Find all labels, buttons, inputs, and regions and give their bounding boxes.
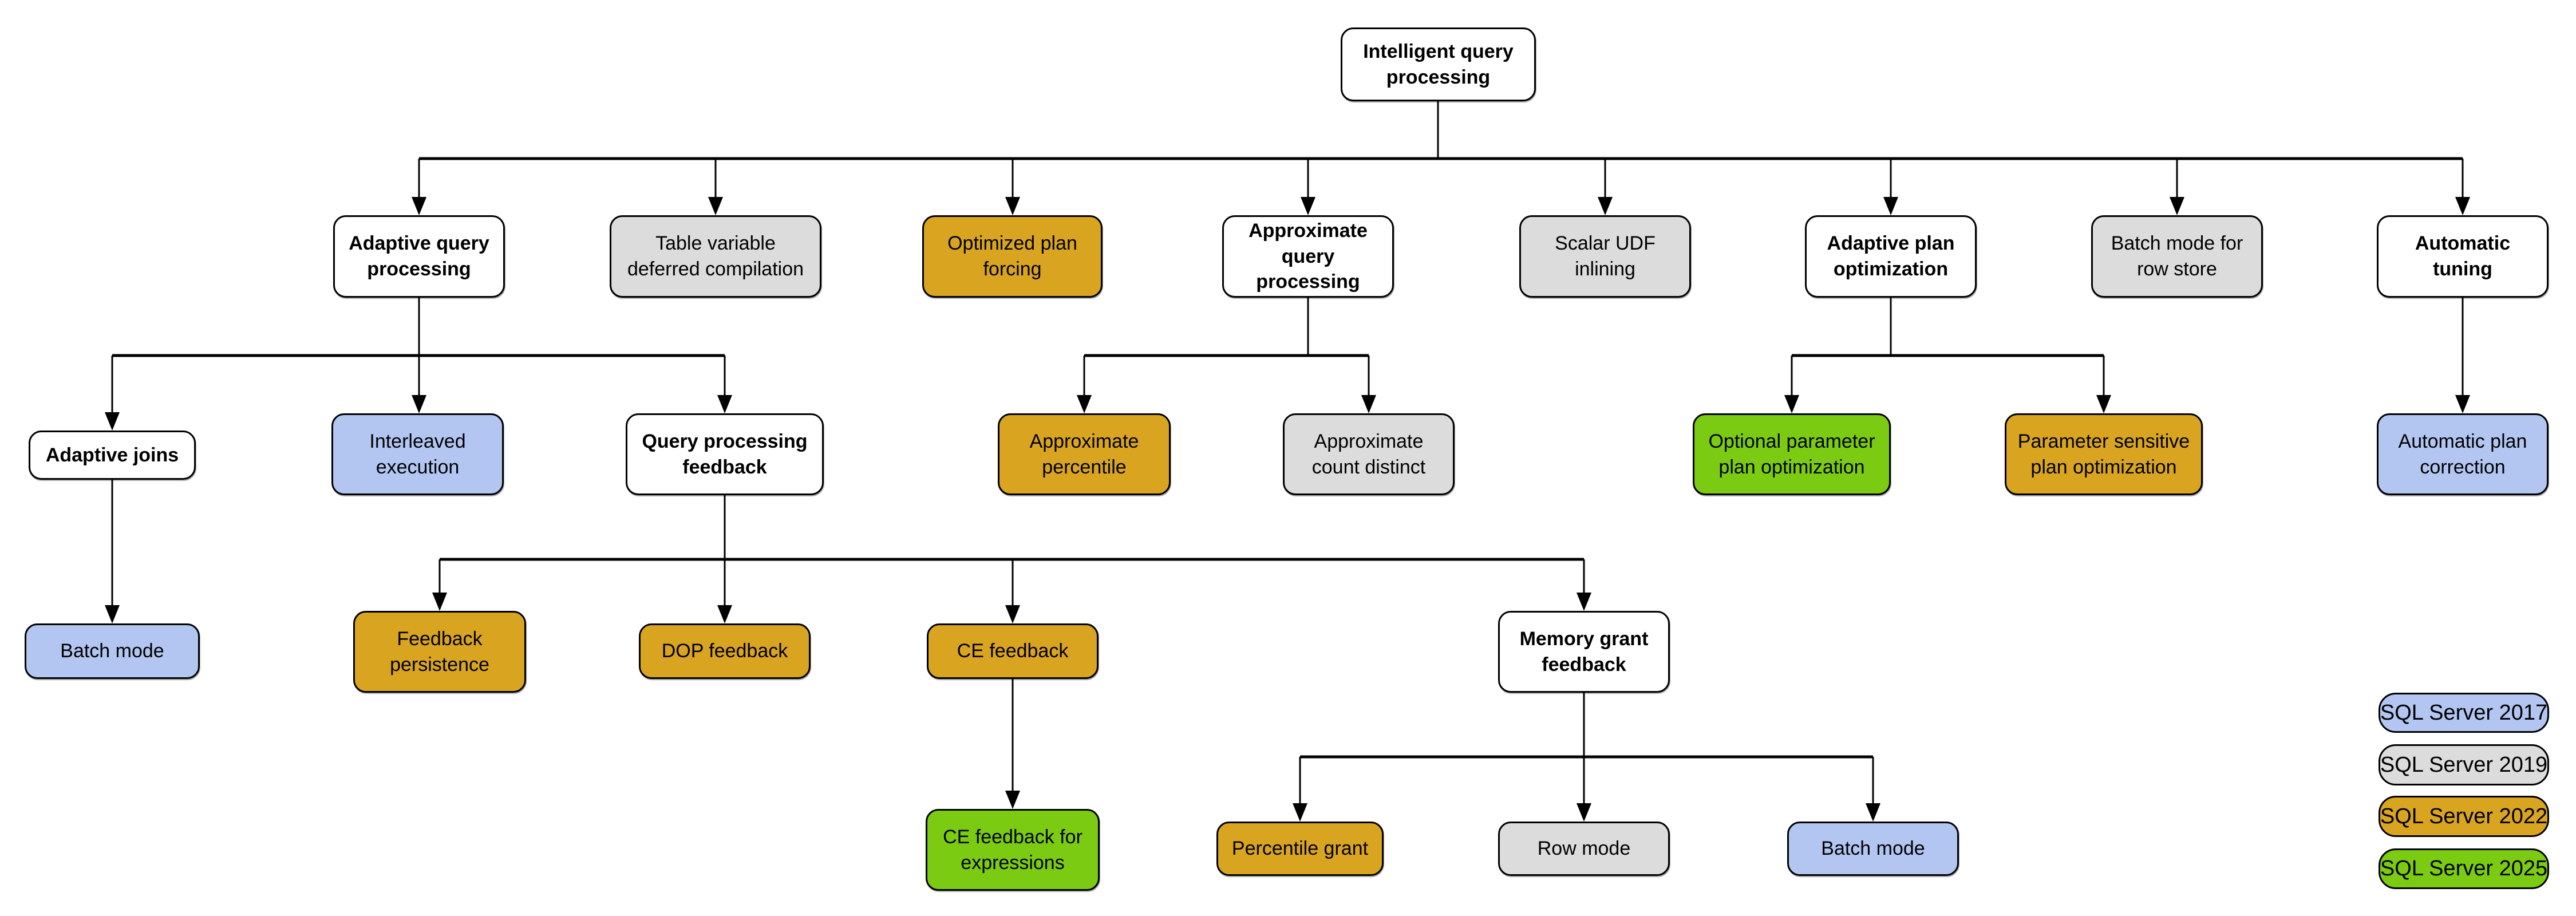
node-parameter-sensitive-plan-optimization: Parameter sensitive plan optimization [2005,413,2203,495]
node-interleaved-execution: Interleaved execution [331,413,504,495]
node-intelligent-query-processing: Intelligent query processing [1341,27,1536,101]
node-label: Approximate count distinct [1311,430,1426,478]
node-ce-feedback-for-expressions: CE feedback for expressions [926,809,1100,891]
node-approximate-query-processing: Approximate query processing [1222,215,1394,298]
node-label: Approximate percentile [1029,430,1139,478]
node-batch-mode-for-row-store: Batch mode for row store [2091,215,2263,298]
legend-label: SQL Server 2025 [2380,856,2548,881]
node-scalar-udf-inlining: Scalar UDF inlining [1519,215,1691,298]
node-approximate-percentile: Approximate percentile [998,413,1171,495]
node-percentile-grant: Percentile grant [1216,822,1384,876]
legend-label: SQL Server 2022 [2380,804,2548,828]
node-ce-feedback: CE feedback [927,623,1099,679]
node-approximate-count-distinct: Approximate count distinct [1283,413,1455,495]
node-label: Optimized plan forcing [947,232,1077,280]
node-label: CE feedback for expressions [943,826,1082,874]
node-label: Optional parameter plan optimization [1708,430,1875,478]
legend-sql-server-2017: SQL Server 2017 [2379,693,2549,733]
node-label: CE feedback [957,640,1069,662]
node-query-processing-feedback: Query processing feedback [626,413,824,495]
node-label: DOP feedback [661,640,788,662]
node-label: Row mode [1537,838,1631,860]
node-adaptive-query-processing: Adaptive query processing [333,215,505,298]
node-optimized-plan-forcing: Optimized plan forcing [922,215,1103,298]
node-label: Parameter sensitive plan optimization [2017,430,2190,478]
node-automatic-plan-correction: Automatic plan correction [2377,413,2549,495]
node-label: Table variable deferred compilation [627,232,804,280]
node-label: Adaptive joins [45,444,179,466]
legend-sql-server-2025: SQL Server 2025 [2379,848,2549,889]
node-label: Intelligent query processing [1363,40,1514,88]
node-label: Batch mode [1821,838,1925,860]
node-label: Automatic plan correction [2398,430,2527,478]
node-label: Percentile grant [1231,838,1369,860]
node-adaptive-joins: Adaptive joins [29,431,196,480]
node-batch-mode-adaptive-joins: Batch mode [25,623,200,679]
legend-sql-server-2022: SQL Server 2022 [2379,796,2549,837]
node-label: Approximate query processing [1249,219,1368,293]
node-label: Memory grant feedback [1519,627,1649,676]
node-table-variable-deferred-compilation: Table variable deferred compilation [610,215,821,298]
node-dop-feedback: DOP feedback [639,623,811,679]
node-feedback-persistence: Feedback persistence [353,611,526,693]
node-optional-parameter-plan-optimization: Optional parameter plan optimization [1693,413,1891,495]
node-label: Automatic tuning [2415,232,2511,280]
node-label: Feedback persistence [390,627,489,676]
node-label: Scalar UDF inlining [1555,232,1656,280]
node-label: Adaptive query processing [349,232,489,280]
node-label: Batch mode [60,640,164,662]
legend-sql-server-2019: SQL Server 2019 [2379,744,2549,785]
node-memory-grant-feedback: Memory grant feedback [1498,611,1670,693]
node-batch-mode-memory-grant: Batch mode [1787,822,1959,876]
arrowheads [105,197,2470,822]
node-label: Adaptive plan optimization [1827,232,1955,280]
legend-label: SQL Server 2017 [2380,700,2548,725]
node-row-mode: Row mode [1498,822,1670,876]
legend-label: SQL Server 2019 [2380,752,2548,777]
node-adaptive-plan-optimization: Adaptive plan optimization [1805,215,1977,298]
node-label: Interleaved execution [369,430,466,478]
node-automatic-tuning: Automatic tuning [2377,215,2549,298]
node-label: Query processing feedback [642,430,808,478]
node-label: Batch mode for row store [2111,232,2243,280]
